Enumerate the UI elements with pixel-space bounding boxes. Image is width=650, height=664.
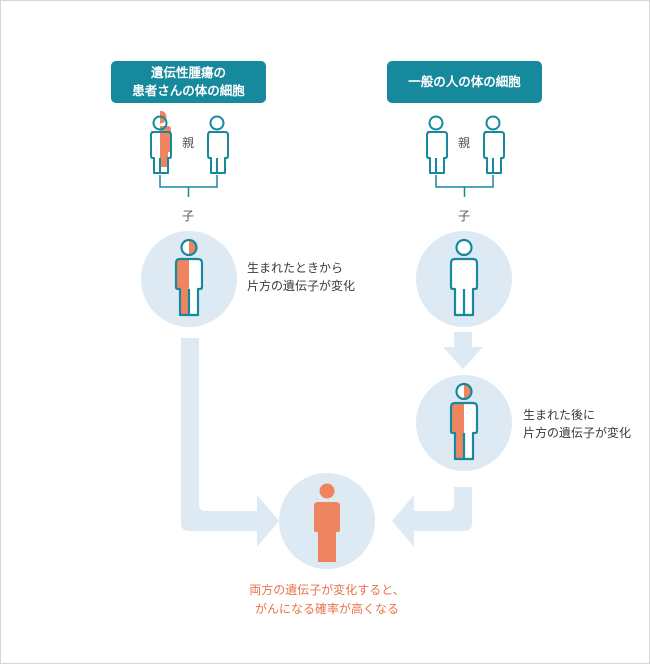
result-line2: がんになる確率が高くなる (254, 602, 399, 616)
left-note: 生まれたときから 片方の遺伝子が変化 (247, 259, 355, 295)
right-parent-label: 親 (458, 136, 471, 150)
right-parent-person-icon-1 (426, 115, 448, 174)
left-child-label: 子 (182, 209, 195, 223)
right-child-person-icon (449, 238, 479, 317)
result-text: 両方の遺伝子が変化すると、 がんになる確率が高くなる (227, 581, 427, 619)
result-full-orange-person-icon (314, 483, 340, 562)
right-title: 一般の人の体の細胞 (408, 74, 521, 89)
result-line1: 両方の遺伝子が変化すると、 (249, 583, 405, 597)
left-flow-arrow (181, 338, 279, 547)
right-title-box: 一般の人の体の細胞 (387, 61, 542, 103)
right-child-label: 子 (458, 209, 471, 223)
left-parent-carrier-person-icon (150, 111, 172, 174)
right-down-arrow (443, 332, 483, 369)
left-family-bracket (159, 175, 218, 197)
left-title-line1: 遺伝性腫瘍の (150, 65, 226, 80)
right-note: 生まれた後に 片方の遺伝子が変化 (523, 406, 631, 442)
left-parent-label: 親 (182, 136, 195, 150)
right-note-line1: 生まれた後に (523, 408, 596, 422)
left-note-line2: 片方の遺伝子が変化 (247, 279, 356, 293)
right-note-line2: 片方の遺伝子が変化 (523, 426, 632, 440)
right-flow-arrow (392, 487, 472, 547)
left-child-half-orange-person-icon (174, 238, 204, 317)
right-family-bracket (435, 175, 494, 197)
left-title-box: 遺伝性腫瘍の 患者さんの体の細胞 (111, 61, 266, 103)
left-parent-normal-person-icon (207, 115, 229, 174)
right-parent-person-icon-2 (483, 115, 505, 174)
left-note-line1: 生まれたときから (247, 261, 344, 275)
left-title-line2: 患者さんの体の細胞 (132, 83, 245, 98)
right-acquired-half-orange-person-icon (449, 382, 479, 461)
